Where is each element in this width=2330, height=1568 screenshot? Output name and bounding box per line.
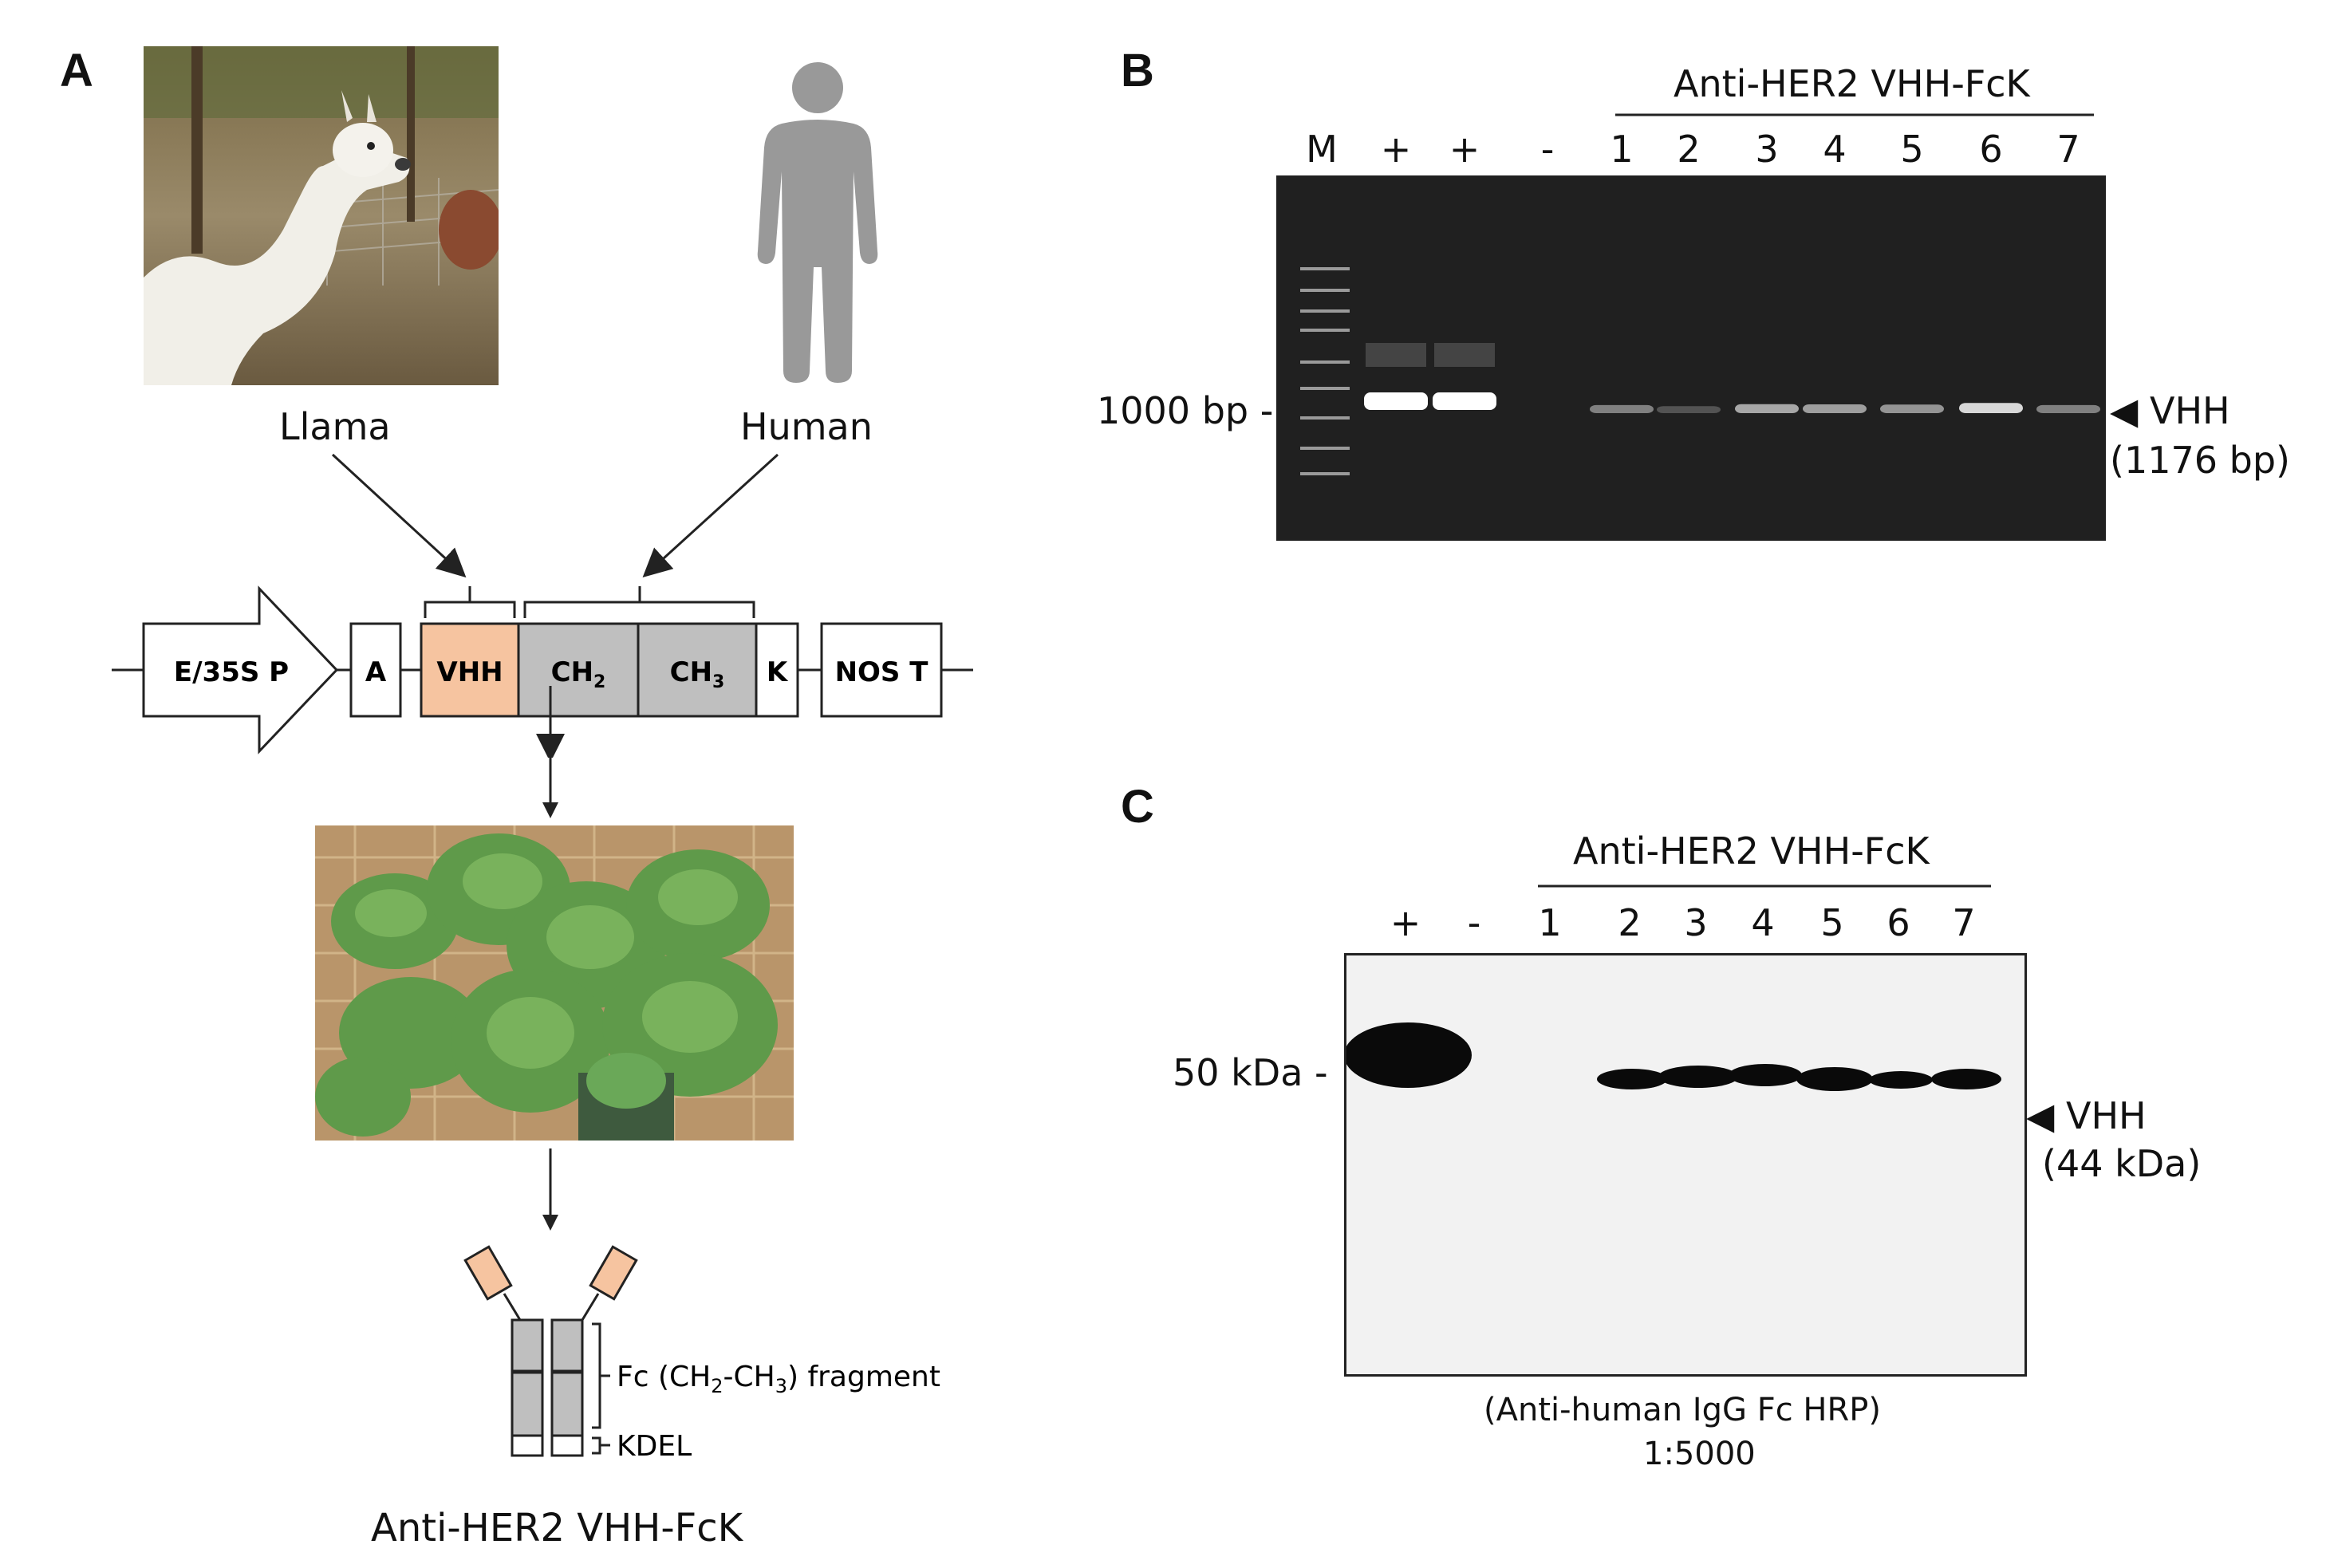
blot-lane-label: -: [1467, 901, 1481, 944]
ladder-band: [1300, 447, 1350, 450]
ladder-band: [1300, 309, 1350, 313]
gel-band: [1433, 392, 1496, 410]
panel-c-marker-label: 50 kDa -: [1173, 1051, 1328, 1094]
blot-lane-label: 2: [1618, 901, 1642, 944]
svg-text:NOS T: NOS T: [835, 656, 929, 688]
blot-lane-label: 1: [1538, 901, 1562, 944]
blot-band: [1869, 1071, 1933, 1089]
panel-b-group-line: [1615, 113, 2094, 116]
panel-b-band-size: (1176 bp): [2110, 439, 2290, 482]
panel-c-band-size: (44 kDa): [2042, 1142, 2202, 1185]
gel-smear: [1366, 343, 1426, 367]
human-label: Human: [740, 405, 873, 448]
k-box: [755, 622, 799, 718]
panel-c-group-line: [1538, 884, 1991, 888]
llama-label: Llama: [279, 405, 391, 448]
svg-text:K: K: [767, 656, 789, 688]
svg-text:CH2: CH2: [551, 656, 606, 692]
gel-smear: [1434, 343, 1495, 367]
band-pointer-icon: ◀: [2110, 389, 2150, 432]
blot-band: [1344, 1022, 1472, 1088]
panel-b-letter: B: [1121, 45, 1154, 97]
blot-lane-label: 4: [1751, 901, 1775, 944]
band-pointer-icon: ◀: [2026, 1094, 2066, 1137]
a-box: [349, 622, 402, 718]
human-arrow: [642, 453, 779, 578]
ladder-band: [1300, 267, 1350, 270]
llama-photo: [144, 46, 499, 385]
gel-band: [1364, 392, 1428, 410]
gel-b-lane-label: M: [1306, 128, 1338, 171]
gel-band: [2036, 404, 2100, 413]
gel-band: [1590, 404, 1654, 413]
svg-text:VHH: VHH: [436, 656, 503, 688]
panel-c-letter: C: [1121, 781, 1154, 833]
ladder-band: [1300, 289, 1350, 292]
ladder-band: [1300, 416, 1350, 420]
down-arrow-2: [542, 1148, 558, 1231]
blot-band: [1729, 1064, 1802, 1086]
ch3-box: [637, 622, 758, 718]
svg-text:KDEL: KDEL: [617, 1430, 692, 1463]
panel-a-letter: A: [60, 45, 93, 97]
gel-b-lane-label: 6: [1979, 128, 2003, 171]
blot-lane-label: 3: [1684, 901, 1708, 944]
gel-band: [1959, 403, 2023, 413]
gel-b-lane-label: 1: [1610, 128, 1634, 171]
panel-b-group-label: Anti-HER2 VHH-FcK: [1674, 62, 2030, 105]
vhh-bracket: [424, 586, 516, 618]
svg-text:A: A: [365, 656, 387, 688]
blot-band: [1597, 1069, 1667, 1089]
tobacco-plants-photo: [315, 825, 794, 1141]
ch2-box: [517, 622, 640, 718]
blot-lane-label: 6: [1886, 901, 1910, 944]
llama-arrow: [331, 453, 467, 578]
dilution-label: 1:5000: [1643, 1436, 1756, 1472]
down-arrow-1: [542, 732, 558, 818]
svg-text:E/35S P: E/35S P: [174, 656, 289, 688]
gel-band: [1803, 404, 1867, 413]
gel-b-lane-label: 5: [1900, 128, 1924, 171]
svg-text:CH3: CH3: [670, 656, 725, 692]
ladder-band: [1300, 360, 1350, 364]
vhh-box: [420, 622, 520, 718]
blot-band: [1658, 1066, 1738, 1088]
panel-c-group-label: Anti-HER2 VHH-FcK: [1573, 829, 1930, 873]
gel-band: [1657, 406, 1721, 413]
blot-band: [1796, 1067, 1873, 1091]
blot-band: [1931, 1069, 2001, 1089]
product-label: Anti-HER2 VHH-FcK: [371, 1506, 743, 1550]
promoter-arrow: [142, 585, 339, 754]
blot-lane-label: +: [1390, 901, 1421, 944]
gene-construct-diagram: E/35S P A VHH CH2 CH3 K NOS T: [112, 453, 973, 758]
panel-c-band-label: ◀ VHH: [2026, 1094, 2147, 1137]
gel-b-lane-label: -: [1540, 128, 1555, 171]
gel-b-lane-label: +: [1449, 128, 1480, 171]
nos-t-box: [820, 622, 943, 718]
panel-b-marker-label: 1000 bp -: [1097, 389, 1274, 432]
antibody-label: (Anti-human IgG Fc HRP): [1484, 1392, 1882, 1428]
gel-b-lane-label: 3: [1755, 128, 1779, 171]
ladder-band: [1300, 329, 1350, 332]
human-silhouette-icon: [757, 62, 878, 383]
gel-b-lane-label: 2: [1677, 128, 1701, 171]
panel-b-band-label: ◀ VHH: [2110, 389, 2230, 432]
blot-lane-label: 7: [1952, 901, 1976, 944]
gel-band: [1735, 404, 1799, 413]
gel-b-lane-label: 4: [1823, 128, 1847, 171]
gel-b-lane-label: +: [1380, 128, 1412, 171]
gel-b-lane-label: 7: [2056, 128, 2080, 171]
antibody-schematic: Fc (CH2-CH3) fragment KDEL: [463, 1245, 940, 1463]
ladder-band: [1300, 387, 1350, 390]
fc-bracket: [523, 586, 755, 618]
svg-text:Fc (CH2-CH3) fragment: Fc (CH2-CH3) fragment: [617, 1361, 940, 1397]
agarose-gel: [1276, 175, 2106, 541]
ladder-band: [1300, 472, 1350, 475]
gel-band: [1880, 404, 1944, 413]
western-blot: [1344, 953, 2027, 1377]
blot-lane-label: 5: [1820, 901, 1844, 944]
